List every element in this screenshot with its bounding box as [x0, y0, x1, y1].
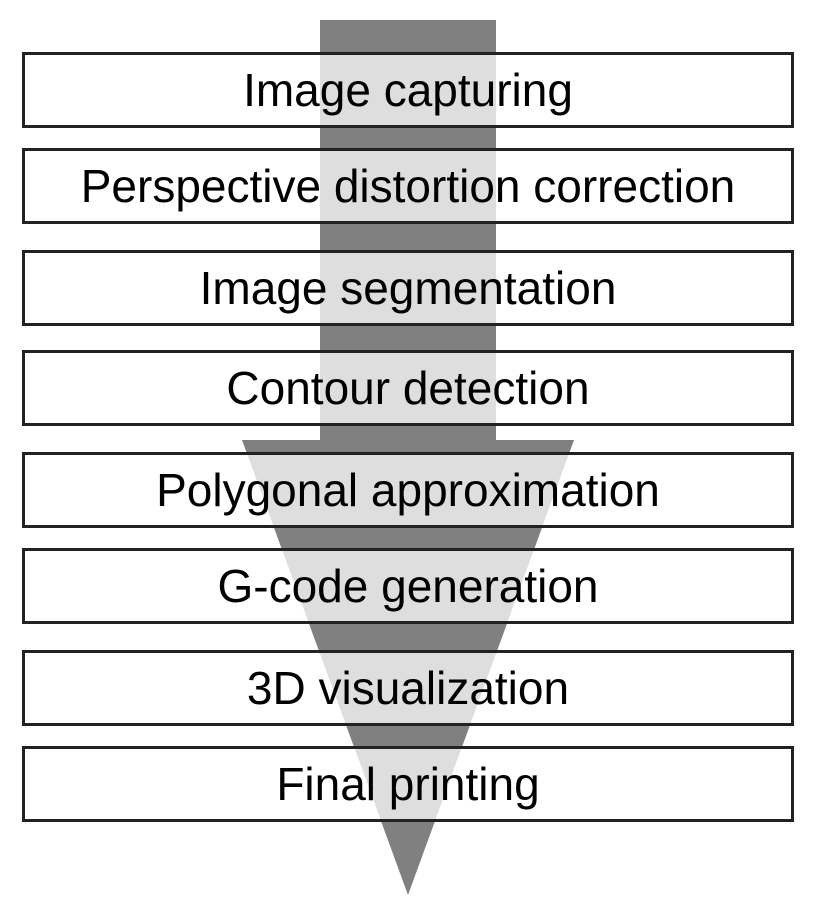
- flow-arrow-dark: [242, 20, 574, 895]
